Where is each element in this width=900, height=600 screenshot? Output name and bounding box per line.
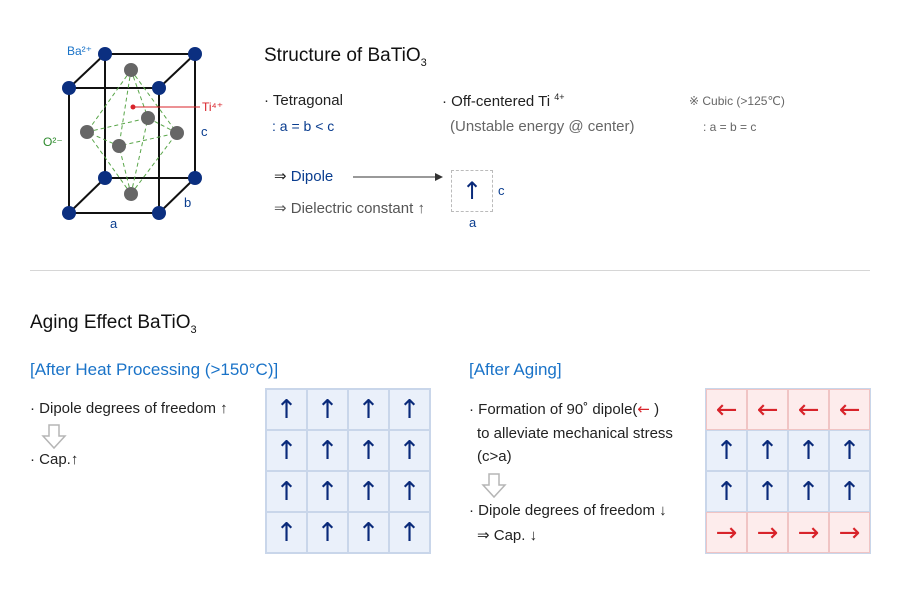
aging-grid-cell: ↑ xyxy=(747,471,788,512)
o-label: O²⁻ xyxy=(43,135,63,149)
formation-arrow-icon: ← xyxy=(637,400,650,418)
formation-line: · Formation of 90˚ dipole(← ) xyxy=(469,400,659,418)
aging-grid-cell: ↑ xyxy=(788,430,829,471)
alleviate-line: to alleviate mechanical stress xyxy=(477,425,673,442)
heat-grid-cell: ↑ xyxy=(307,430,348,471)
heat-grid-cell: ↑ xyxy=(307,389,348,430)
aging-grid-cell: → xyxy=(747,512,788,553)
aging-grid-cell: ↑ xyxy=(788,471,829,512)
aging-grid-cell: ↑ xyxy=(747,430,788,471)
heat-grid-cell: ↑ xyxy=(348,430,389,471)
dipole-prefix: ⇒ xyxy=(274,168,287,185)
formation-suffix: ) xyxy=(649,401,660,418)
cap-up: · Cap.↑ xyxy=(30,451,79,468)
heat-grid-cell: ↑ xyxy=(307,512,348,553)
heat-grid-cell: ↑ xyxy=(266,512,307,553)
aging-grid-cell: ↑ xyxy=(706,471,747,512)
dipole-box-c: c xyxy=(498,183,505,198)
cubic-eq: : a = b = c xyxy=(703,120,757,134)
aging-title-main: Aging Effect BaTiO xyxy=(30,312,191,333)
section-divider xyxy=(30,270,870,271)
dipole-box-a: a xyxy=(469,215,477,230)
aging-dipole-grid: ←←←←↑↑↑↑↑↑↑↑→→→→ xyxy=(705,388,871,554)
ti-label: Ti⁴⁺ xyxy=(202,100,224,114)
heat-dipole-grid: ↑↑↑↑↑↑↑↑↑↑↑↑↑↑↑↑ xyxy=(265,388,431,554)
aging-title-sub: 3 xyxy=(190,323,197,336)
dipole-dof-down: · Dipole degrees of freedom ↓ xyxy=(469,502,667,519)
aging-grid-cell: → xyxy=(706,512,747,553)
barium-atoms xyxy=(62,47,202,220)
heat-grid-cell: ↑ xyxy=(266,389,307,430)
formation-prefix: · Formation of 90˚ dipole( xyxy=(469,401,638,418)
ba-label: Ba²⁺ xyxy=(67,44,93,58)
cubic-note: ※ Cubic (>125℃) xyxy=(689,94,785,108)
after-heat-heading: [After Heat Processing (>150°C)] xyxy=(30,360,279,379)
octahedron-dashed xyxy=(85,69,179,195)
aging-grid-cell: ← xyxy=(829,389,870,430)
aging-grid-cell: ↑ xyxy=(829,471,870,512)
dipole-arrow-connector xyxy=(353,173,443,181)
aging-title: Aging Effect BaTiO3 xyxy=(30,312,197,336)
heat-grid-cell: ↑ xyxy=(389,389,430,430)
tetragonal-eq: : a = b < c xyxy=(272,118,335,134)
heat-grid-cell: ↑ xyxy=(348,512,389,553)
dipole-dof-up: · Dipole degrees of freedom ↑ xyxy=(30,400,228,417)
aging-grid-cell: ← xyxy=(788,389,829,430)
cell-a-label: a xyxy=(110,216,118,231)
offcenter-text: · Off-centered Ti xyxy=(442,93,551,110)
dipole-label: Dipole xyxy=(290,168,334,185)
unstable-energy: (Unstable energy @ center) xyxy=(450,118,635,135)
dielectric-constant: ⇒ Dielectric constant ↑ xyxy=(274,200,425,217)
aging-grid-cell: ← xyxy=(706,389,747,430)
cap-down: ⇒ Cap. ↓ xyxy=(477,527,538,544)
heat-grid-cell: ↑ xyxy=(389,471,430,512)
heat-grid-cell: ↑ xyxy=(389,430,430,471)
aging-grid-cell: ↑ xyxy=(829,430,870,471)
ca-line: (c>a) xyxy=(477,448,512,465)
structure-title-sub: 3 xyxy=(420,56,427,69)
aging-grid-cell: → xyxy=(788,512,829,553)
aging-grid-cell: ← xyxy=(747,389,788,430)
heat-grid-cell: ↑ xyxy=(307,471,348,512)
down-hollow-arrow-icon xyxy=(41,424,67,450)
tetragonal-label: · Tetragonal xyxy=(264,92,343,109)
aging-grid-cell: ↑ xyxy=(706,430,747,471)
heat-grid-cell: ↑ xyxy=(389,512,430,553)
cell-b-label: b xyxy=(184,195,192,210)
down-hollow-arrow-icon-2 xyxy=(481,473,507,499)
heat-grid-cell: ↑ xyxy=(266,471,307,512)
oxygen-atoms xyxy=(80,63,184,201)
cell-c-label: c xyxy=(201,124,208,139)
structure-title-main: Structure of BaTiO xyxy=(264,45,421,66)
offcenter-sup: 4+ xyxy=(554,92,565,102)
after-aging-heading: [After Aging] xyxy=(469,360,562,379)
dipole-row: ⇒ Dipole xyxy=(274,167,333,185)
heat-grid-cell: ↑ xyxy=(348,471,389,512)
offcenter-label: · Off-centered Ti 4+ xyxy=(442,92,565,110)
heat-grid-cell: ↑ xyxy=(348,389,389,430)
structure-title: Structure of BaTiO3 xyxy=(264,45,427,69)
crystal-structure-diagram xyxy=(62,47,202,220)
ti-indicator xyxy=(130,104,200,110)
aging-grid-cell: → xyxy=(829,512,870,553)
heat-grid-cell: ↑ xyxy=(266,430,307,471)
dipole-box-arrow: ↑ xyxy=(451,170,493,212)
